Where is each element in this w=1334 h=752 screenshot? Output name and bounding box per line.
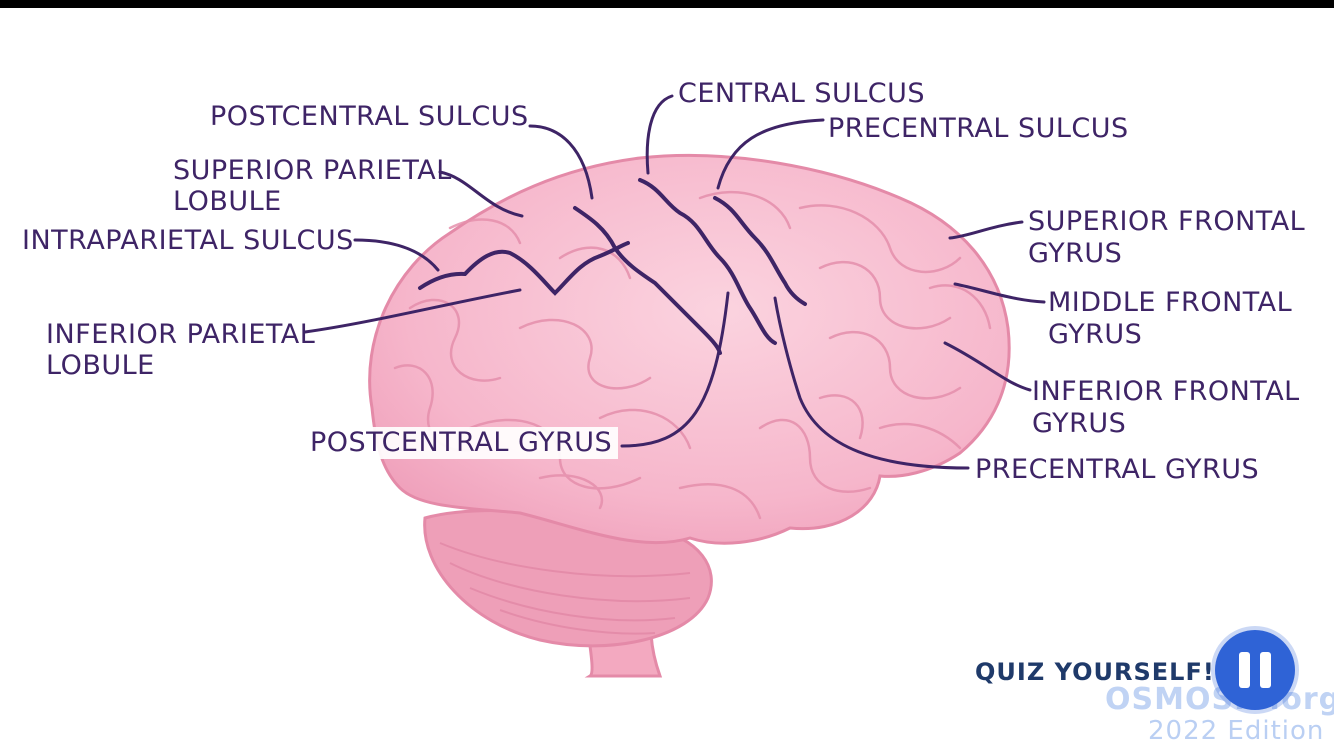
diagram-stage: POSTCENTRAL SULCUS CENTRAL SULCUS PRECEN… [0, 8, 1334, 752]
label-postcentral-gyrus: POSTCENTRAL GYRUS [304, 427, 618, 459]
edition-watermark: 2022 Edition [1148, 716, 1324, 746]
label-postcentral-sulcus: POSTCENTRAL SULCUS [210, 101, 529, 133]
label-precentral-sulcus: PRECENTRAL SULCUS [828, 113, 1129, 145]
label-superior-parietal-lobule-line2: LOBULE [173, 186, 282, 218]
quiz-yourself-label: QUIZ YOURSELF! [975, 658, 1215, 686]
label-superior-frontal-gyrus-line1: SUPERIOR FRONTAL [1028, 206, 1305, 238]
label-middle-frontal-gyrus-line2: GYRUS [1048, 319, 1142, 351]
label-central-sulcus: CENTRAL SULCUS [678, 78, 925, 110]
label-precentral-gyrus: PRECENTRAL GYRUS [975, 454, 1259, 486]
label-middle-frontal-gyrus-line1: MIDDLE FRONTAL [1048, 287, 1292, 319]
label-superior-frontal-gyrus-line2: GYRUS [1028, 238, 1122, 270]
label-intraparietal-sulcus: INTRAPARIETAL SULCUS [22, 225, 354, 257]
label-inferior-parietal-lobule-line1: INFERIOR PARIETAL [46, 319, 315, 351]
label-inferior-frontal-gyrus-line2: GYRUS [1032, 408, 1126, 440]
leader-superior-frontal-gyrus [950, 222, 1022, 238]
label-superior-parietal-lobule-line1: SUPERIOR PARIETAL [173, 155, 452, 187]
label-inferior-parietal-lobule-line2: LOBULE [46, 350, 155, 382]
label-inferior-frontal-gyrus-line1: INFERIOR FRONTAL [1032, 376, 1300, 408]
top-letterbox-bar [0, 0, 1334, 8]
pause-button[interactable] [1215, 630, 1295, 710]
